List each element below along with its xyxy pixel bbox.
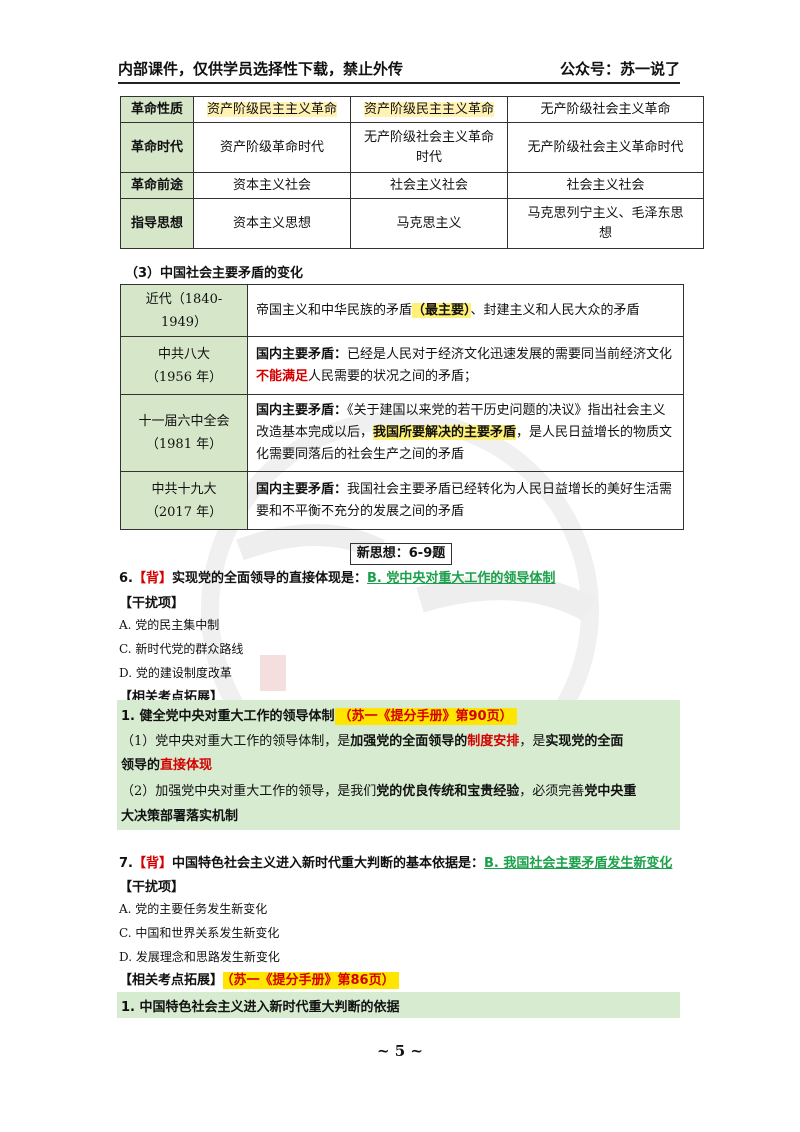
- table-row: 中共八大（1956 年） 国内主要矛盾：已经是人民对于经济文化迅速发展的需要同当…: [120, 336, 684, 395]
- table-row: 革命前途 资本主义社会 社会主义社会 社会主义社会: [120, 172, 704, 199]
- table-row: 十一届六中全会（1981 年） 国内主要矛盾：《关于建国以来党的若干历史问题的决…: [120, 394, 684, 472]
- extension-line: 大决策部署落实机制: [121, 809, 239, 824]
- question-6: 6.【背】实现党的全面领导的直接体现是：B. 党中央对重大工作的领导体制: [119, 571, 556, 586]
- table-cell: 无产阶级社会主义革命时代: [350, 122, 508, 173]
- era-cell: 十一届六中全会（1981 年）: [120, 394, 248, 472]
- table-cell: 资本主义思想: [193, 198, 351, 249]
- table-cell: 马克思列宁主义、毛泽东思想: [507, 198, 704, 249]
- era-cell: 中共十九大（2017 年）: [120, 471, 248, 530]
- table-row: 中共十九大（2017 年） 国内主要矛盾：我国社会主要矛盾已经转化为人民日益增长…: [120, 471, 684, 530]
- contradiction-table: 近代（1840-1949） 帝国主义和中华民族的矛盾（最主要）、封建主义和人民大…: [120, 284, 684, 530]
- new-thought-title: 新思想：6-9题: [350, 543, 452, 565]
- option-item: C. 中国和世界关系发生新变化: [119, 926, 280, 940]
- answer-text: B. 我国社会主要矛盾发生新变化: [484, 856, 673, 871]
- table-cell: 资产阶级民主主义革命: [206, 101, 337, 117]
- extension-line: 领导的直接体现: [121, 758, 213, 773]
- header-right-text: 公众号：苏一说了: [559, 60, 680, 78]
- option-item: D. 党的建设制度改革: [119, 666, 232, 680]
- answer-text: B. 党中央对重大工作的领导体制: [367, 571, 556, 586]
- extension-line: （2）加强党中央对重大工作的领导，是我们党的优良传统和宝贵经验，必须完善党中央重: [121, 784, 637, 799]
- table-cell: 马克思主义: [350, 198, 508, 249]
- table-row: 革命时代 资产阶级革命时代 无产阶级社会主义革命时代 无产阶级社会主义革命时代: [120, 122, 704, 173]
- distractor-title: 【干扰项】: [119, 880, 185, 895]
- revolution-comparison-table: 革命性质 资产阶级民主主义革命 资产阶级民主主义革命 无产阶级社会主义革命 革命…: [120, 96, 704, 249]
- table-cell: 无产阶级社会主义革命: [507, 96, 704, 123]
- description-cell: 国内主要矛盾：我国社会主要矛盾已经转化为人民日益增长的美好生活需要和不平衡不充分…: [247, 471, 684, 530]
- option-item: C. 新时代党的群众路线: [119, 642, 244, 656]
- extension-box: 1. 中国特色社会主义进入新时代重大判断的依据: [117, 992, 680, 1018]
- row-header: 革命前途: [120, 172, 194, 199]
- extension-heading: 1. 健全党中央对重大工作的领导体制（苏一《提分手册》第90页）: [121, 705, 517, 725]
- extension-line: （1）党中央对重大工作的领导体制，是加强党的全面领导的制度安排，是实现党的全面: [121, 734, 624, 749]
- option-item: A. 党的主要任务发生新变化: [119, 902, 268, 916]
- question-7: 7.【背】中国特色社会主义进入新时代重大判断的基本依据是：B. 我国社会主要矛盾…: [119, 856, 673, 871]
- section-heading: （3）中国社会主要矛盾的变化: [125, 266, 304, 281]
- header-left-text: 内部课件，仅供学员选择性下载，禁止外传: [118, 60, 404, 78]
- description-cell: 国内主要矛盾：已经是人民对于经济文化迅速发展的需要同当前经济文化不能满足人民需要…: [247, 336, 684, 395]
- page-header: 内部课件，仅供学员选择性下载，禁止外传 公众号：苏一说了: [118, 58, 680, 84]
- description-cell: 帝国主义和中华民族的矛盾（最主要）、封建主义和人民大众的矛盾: [247, 284, 684, 337]
- page-number: ~ 5 ~: [376, 1042, 424, 1060]
- distractor-title: 【干扰项】: [119, 596, 185, 611]
- table-cell: 无产阶级社会主义革命时代: [507, 122, 704, 173]
- table-cell: 社会主义社会: [350, 172, 508, 199]
- extension-box: 1. 健全党中央对重大工作的领导体制（苏一《提分手册》第90页） （1）党中央对…: [117, 700, 680, 830]
- extension-title: 【相关考点拓展】（苏一《提分手册》第86页）: [119, 969, 399, 989]
- option-item: A. 党的民主集中制: [119, 618, 220, 632]
- row-header: 指导思想: [120, 198, 194, 249]
- extension-heading: 1. 中国特色社会主义进入新时代重大判断的依据: [121, 1000, 400, 1015]
- table-row: 革命性质 资产阶级民主主义革命 资产阶级民主主义革命 无产阶级社会主义革命: [120, 96, 704, 123]
- era-cell: 近代（1840-1949）: [120, 284, 248, 337]
- table-cell: 资产阶级革命时代: [193, 122, 351, 173]
- row-header: 革命时代: [120, 122, 194, 173]
- table-cell: 资产阶级民主主义革命: [363, 101, 494, 117]
- description-cell: 国内主要矛盾：《关于建国以来党的若干历史问题的决议》指出社会主义改造基本完成以后…: [247, 394, 684, 472]
- row-header: 革命性质: [120, 96, 194, 123]
- table-cell: 社会主义社会: [507, 172, 704, 199]
- table-row: 指导思想 资本主义思想 马克思主义 马克思列宁主义、毛泽东思想: [120, 198, 704, 249]
- option-item: D. 发展理念和思路发生新变化: [119, 950, 280, 964]
- table-row: 近代（1840-1949） 帝国主义和中华民族的矛盾（最主要）、封建主义和人民大…: [120, 284, 684, 337]
- table-cell: 资本主义社会: [193, 172, 351, 199]
- era-cell: 中共八大（1956 年）: [120, 336, 248, 395]
